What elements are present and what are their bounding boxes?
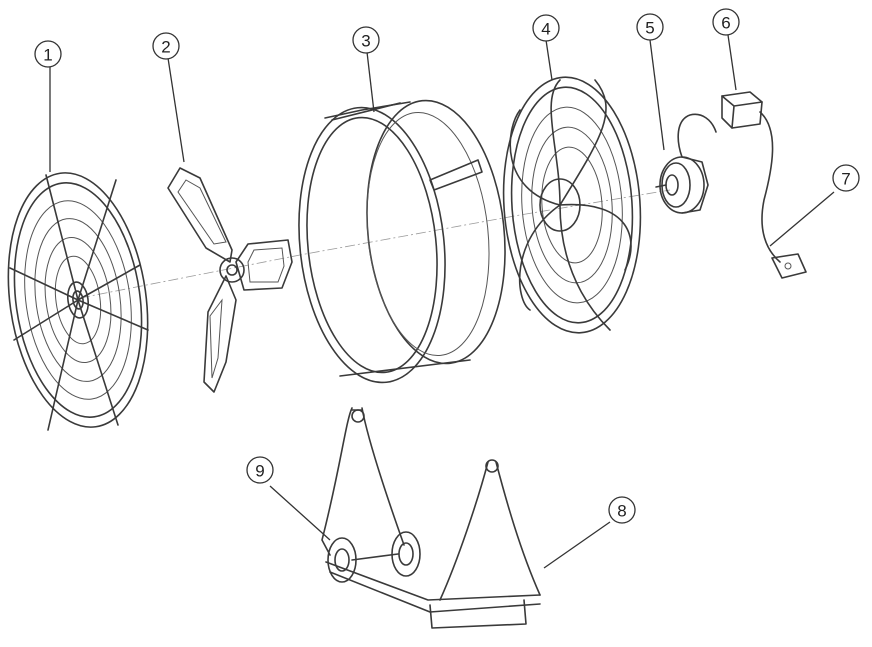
callout-number: 6 <box>721 14 730 33</box>
callout-circle <box>246 456 274 484</box>
wheels-part <box>327 531 421 583</box>
callout-number: 3 <box>361 32 370 51</box>
motor-part <box>655 113 717 214</box>
switch-box-part <box>721 91 763 129</box>
callout-number: 4 <box>541 20 550 39</box>
callout-fan-blade: 2 <box>152 32 180 60</box>
callout-switch-box: 6 <box>712 8 740 36</box>
callout-circle <box>608 496 636 524</box>
callout-circle <box>832 164 860 192</box>
assembly-axis <box>79 189 671 299</box>
callout-motor: 5 <box>636 13 664 41</box>
leader-lines <box>49 34 835 569</box>
callout-rear-guard: 4 <box>532 14 560 42</box>
callout-circle <box>352 26 380 54</box>
callout-circle <box>532 14 560 42</box>
callout-circle <box>34 40 62 68</box>
power-plug-part <box>759 111 807 279</box>
fan-blade-part <box>167 167 293 393</box>
drum-housing-part <box>298 99 506 384</box>
callout-number: 7 <box>841 170 850 189</box>
callout-number: 2 <box>161 38 170 57</box>
callout-number: 8 <box>617 502 626 521</box>
callout-power-plug: 7 <box>832 164 860 192</box>
callout-number: 9 <box>255 462 264 481</box>
callout-circle <box>636 13 664 41</box>
callout-front-guard: 1 <box>34 40 62 68</box>
callout-circle <box>152 32 180 60</box>
callout-circle <box>712 8 740 36</box>
callout-number: 1 <box>43 46 52 65</box>
front-guard-part <box>7 172 149 431</box>
callout-wheel: 9 <box>246 456 274 484</box>
stand-frame-part <box>321 407 541 629</box>
callout-stand-frame: 8 <box>608 496 636 524</box>
rear-guard-part <box>502 76 642 334</box>
callout-drum-housing: 3 <box>352 26 380 54</box>
callout-number: 5 <box>645 19 654 38</box>
